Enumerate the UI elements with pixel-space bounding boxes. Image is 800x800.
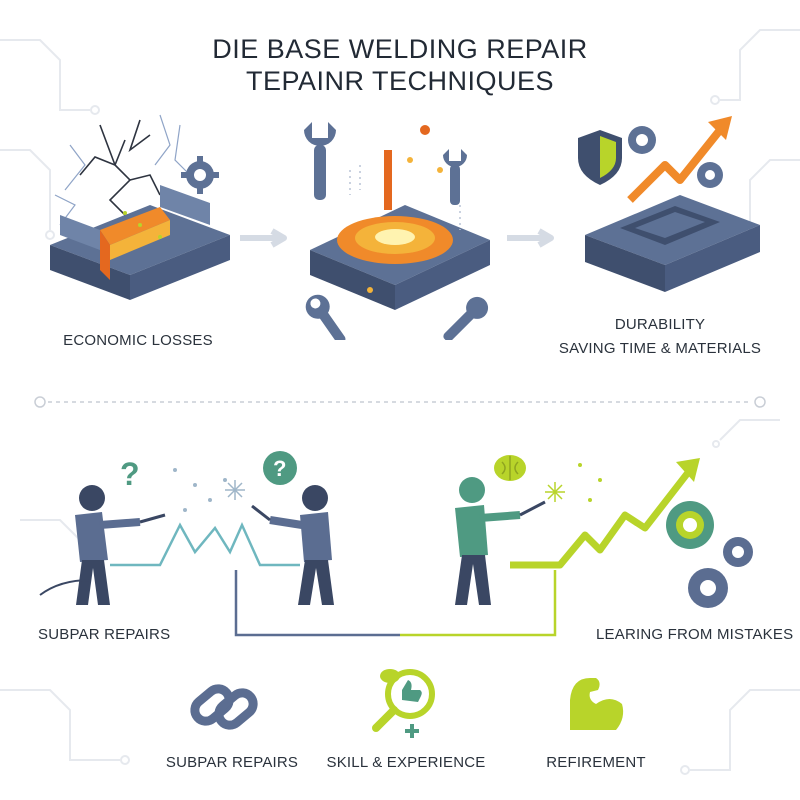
repaired-die-block-illustration (578, 116, 760, 292)
flexed-arm-icon (570, 678, 624, 730)
welders-illustration: ? ? (39, 451, 753, 637)
welding-die-block-illustration (304, 122, 490, 340)
magnifier-thumbs-up-icon (372, 669, 435, 738)
growth-arrow-icon (627, 127, 724, 203)
svg-text:?: ? (273, 456, 286, 481)
section-divider (34, 396, 766, 408)
right-welder-figure (455, 477, 521, 605)
gear-icon (688, 568, 728, 608)
rising-arrow-icon (510, 467, 693, 569)
step-1-label: ECONOMIC LOSSES (63, 332, 213, 349)
title-line-1: DIE BASE WELDING REPAIR (212, 34, 588, 64)
gear-icon (666, 501, 714, 549)
middle-welder-figure (269, 485, 334, 605)
chain-link-icon (190, 684, 258, 730)
wrench-icon (304, 122, 336, 200)
bottom-label-3: REFIREMENT (546, 754, 646, 771)
brain-icon (494, 455, 526, 481)
spark-icon (225, 480, 245, 500)
left-welder-figure (75, 485, 141, 605)
left-people-label: SUBPAR REPAIRS (38, 626, 171, 643)
arrow-right-icon (238, 228, 294, 253)
step-3-label-line-1: DURABILITY (614, 316, 706, 333)
bottom-label-1: SUBPAR REPAIRS (165, 754, 299, 771)
right-people-label: LEARING FROM MISTAKES (596, 626, 794, 643)
arrow-right-icon (505, 228, 561, 253)
question-mark-icon: ? (120, 456, 140, 492)
connector-line-green (400, 570, 557, 637)
wrench-icon (443, 149, 467, 205)
gear-icon (181, 156, 219, 194)
gear-icon (697, 162, 723, 188)
crack-lines (79, 119, 161, 226)
gear-icon (723, 537, 753, 567)
wrench-icon (305, 294, 346, 340)
svg-text:?: ? (120, 456, 140, 492)
cracked-die-block-illustration (50, 114, 230, 300)
question-bubble-icon: ? (263, 451, 297, 485)
step-3-label-line-2: SAVING TIME & MATERIALS (558, 340, 762, 357)
wrench-icon (443, 296, 489, 340)
shield-icon (578, 130, 622, 185)
gear-icon (628, 126, 656, 154)
spark-icon (545, 482, 565, 502)
bottom-label-2: SKILL & EXPERIENCE (326, 754, 486, 771)
zigzag-line (110, 521, 300, 567)
title-line-2: TEPAINR TECHNIQUES (245, 66, 555, 96)
connector-line-blue (234, 570, 400, 637)
